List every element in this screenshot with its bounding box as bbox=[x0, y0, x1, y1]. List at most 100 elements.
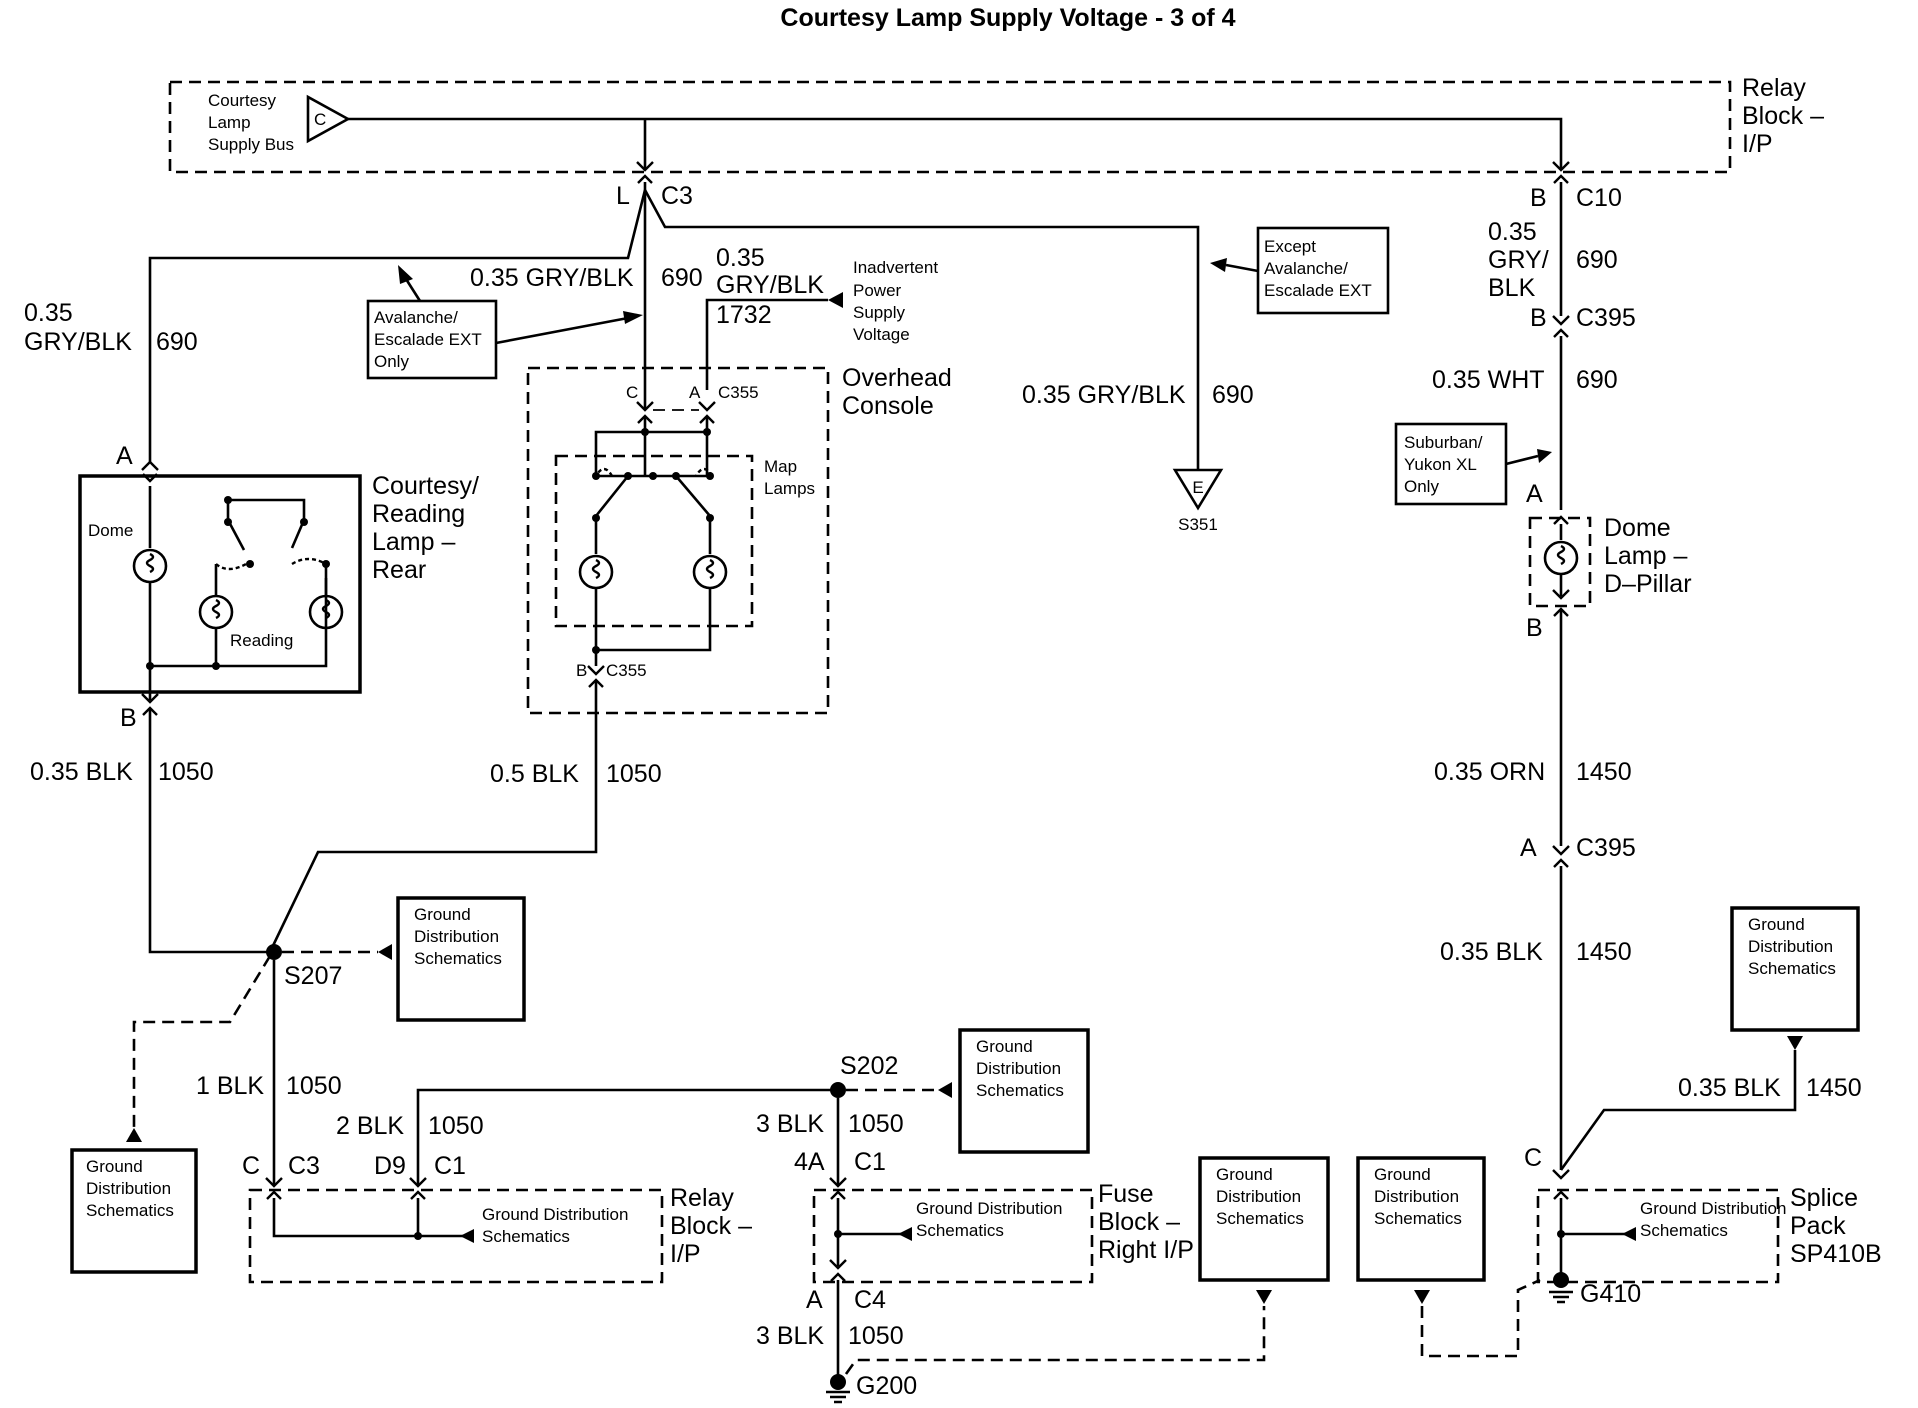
fb-gds-arrow-icon bbox=[898, 1227, 912, 1241]
splice-pack: C Ground Distribution Schematics Splice … bbox=[1524, 1144, 1882, 1284]
sp-name1: Splice bbox=[1790, 1184, 1858, 1212]
rear-b-male-icon bbox=[141, 693, 159, 704]
gds-box-s202-outline bbox=[958, 1028, 1090, 1154]
fb-internal-node bbox=[834, 1230, 842, 1238]
ground-g410: G410 bbox=[1549, 1272, 1641, 1308]
g410-dot-icon bbox=[1553, 1272, 1569, 1288]
s202-gds-arrow-icon bbox=[938, 1082, 952, 1098]
splice-s202: S202 bbox=[830, 1052, 952, 1098]
rb-c1-female-icon bbox=[410, 1190, 426, 1200]
map-sw-node-3 bbox=[649, 472, 657, 480]
rb-gds-arrow-icon bbox=[460, 1229, 474, 1243]
wire-c10-color2: BLK bbox=[1488, 274, 1536, 302]
fb-c1-label: C1 bbox=[854, 1148, 886, 1176]
avalanche-arrow-head1 bbox=[398, 265, 413, 284]
wire-1732-color: GRY/BLK bbox=[716, 271, 824, 299]
rear-pin-a: A bbox=[116, 442, 133, 470]
rear-lamp-name1: Courtesy/ bbox=[372, 472, 479, 500]
sp-name3: SP410B bbox=[1790, 1240, 1882, 1268]
wire-c10-color1: GRY/ bbox=[1488, 246, 1549, 274]
rear-sw-top-2 bbox=[224, 518, 232, 526]
gds-box-right-outline bbox=[1730, 906, 1860, 1032]
rear-switch-2 bbox=[228, 498, 306, 549]
relay-block-top-name3: I/P bbox=[1742, 130, 1773, 158]
c3-female-icon bbox=[637, 174, 653, 184]
s207-gds-dash-left bbox=[132, 955, 272, 1128]
dome-b-male-icon bbox=[1552, 589, 1570, 600]
gds-box-lower-left: Ground Distribution Schematics bbox=[70, 1148, 198, 1274]
rb-c3-male-icon bbox=[265, 1177, 283, 1188]
except-note-line3: Escalade EXT bbox=[1264, 281, 1372, 300]
wire-blk1450b-label: 0.35 BLK bbox=[1678, 1074, 1781, 1102]
inadvertent-line4: Voltage bbox=[853, 325, 910, 344]
wire-rear-1050-circuit: 1050 bbox=[158, 758, 214, 786]
wire-2blk bbox=[416, 1088, 838, 1186]
gds-g410-arrow-icon bbox=[1414, 1290, 1430, 1304]
inadvertent-line1: Inadvertent bbox=[853, 258, 938, 277]
c10-label: C10 bbox=[1576, 184, 1622, 212]
dome-pin-b: B bbox=[1526, 614, 1543, 642]
fb-c1-female-icon bbox=[830, 1190, 846, 1200]
avalanche-arrow-line2 bbox=[495, 316, 629, 345]
gds-right-line1: Ground bbox=[1748, 915, 1805, 934]
c355-bottom-label: C355 bbox=[606, 661, 647, 680]
rear-lamp: A Courtesy/ Reading Lamp – Rear Dome Rea… bbox=[78, 442, 479, 732]
map-lamps-name1: Map bbox=[764, 457, 797, 476]
rear-sw-node-1 bbox=[246, 560, 254, 568]
rb-name2: Block – bbox=[670, 1212, 752, 1240]
rear-pin-b: B bbox=[120, 704, 137, 732]
fb-name2: Block – bbox=[1098, 1208, 1180, 1236]
fb-gds-line2: Schematics bbox=[916, 1221, 1004, 1240]
c395-bot-pin: A bbox=[1520, 834, 1537, 862]
wire-oc-1050-circuit: 1050 bbox=[606, 760, 662, 788]
except-arrow-head bbox=[1210, 258, 1227, 272]
map-sw-arc-left bbox=[594, 467, 614, 477]
wire-690-rear bbox=[148, 189, 647, 462]
suburban-note-line1: Suburban/ bbox=[1404, 433, 1483, 452]
wire-3blk-label: 3 BLK bbox=[756, 1110, 824, 1138]
wire-orn-label: 0.35 ORN bbox=[1434, 758, 1545, 786]
rear-sw-top-3 bbox=[300, 518, 308, 526]
c10-female-icon bbox=[1553, 174, 1569, 184]
diagram-title: Courtesy Lamp Supply Voltage - 3 of 4 bbox=[780, 4, 1235, 32]
c10-pin: B bbox=[1530, 184, 1547, 212]
wire-1050-rear bbox=[148, 708, 270, 954]
relay-block-bottom: C C3 D9 C1 Ground Distribution Schematic… bbox=[242, 1152, 752, 1284]
c3-male-icon bbox=[636, 161, 654, 172]
gds-box-s207-outline bbox=[396, 896, 526, 1022]
c3-connector-label: C3 bbox=[661, 182, 693, 210]
rb-name3: I/P bbox=[670, 1240, 701, 1268]
except-note-line2: Avalanche/ bbox=[1264, 259, 1348, 278]
avalanche-note-line1: Avalanche/ bbox=[374, 308, 458, 327]
wire-690-s351 bbox=[643, 189, 1200, 470]
rear-return-bus bbox=[150, 578, 328, 668]
bus-label-line1: Courtesy bbox=[208, 91, 277, 110]
fuse-block-outline bbox=[812, 1188, 1094, 1284]
rb-c1-label: C1 bbox=[434, 1152, 466, 1180]
fuse-block: 4A C1 Ground Distribution Schematics Fus… bbox=[794, 1148, 1194, 1284]
c355-c-male-icon bbox=[636, 401, 654, 412]
wire-1732 bbox=[705, 298, 828, 390]
relay-block-bottom-outline bbox=[248, 1188, 664, 1284]
dome-lamp-name3: D–Pillar bbox=[1604, 570, 1692, 598]
gds-g410-line2: Distribution bbox=[1374, 1187, 1459, 1206]
wire-1732-circuit: 1732 bbox=[716, 301, 772, 329]
splice-s207: S207 bbox=[126, 944, 392, 1142]
note-except: Except Avalanche/ Escalade EXT bbox=[1210, 226, 1390, 315]
c395-bot-label: C395 bbox=[1576, 834, 1636, 862]
c395-top-female-icon bbox=[1553, 328, 1569, 338]
gds-box-g200: Ground Distribution Schematics bbox=[1198, 1156, 1330, 1304]
gds-box-g200-outline bbox=[1198, 1156, 1330, 1282]
wire-2blk-circuit: 1050 bbox=[428, 1112, 484, 1140]
wire-blk1450b-circuit: 1450 bbox=[1806, 1074, 1862, 1102]
rear-a-female-icon bbox=[141, 460, 159, 471]
gds-box-lower-left-outline bbox=[70, 1148, 198, 1274]
sp-gds-line2: Schematics bbox=[1640, 1221, 1728, 1240]
s207-label: S207 bbox=[284, 962, 342, 990]
sp-name2: Pack bbox=[1790, 1212, 1846, 1240]
wire-3blk-b-circuit: 1050 bbox=[848, 1322, 904, 1350]
rb-c1-male-icon bbox=[409, 1177, 427, 1188]
sp-internal-node bbox=[1557, 1230, 1565, 1238]
bus-wire bbox=[348, 117, 1563, 170]
dome-lamp-name2: Lamp – bbox=[1604, 542, 1687, 570]
